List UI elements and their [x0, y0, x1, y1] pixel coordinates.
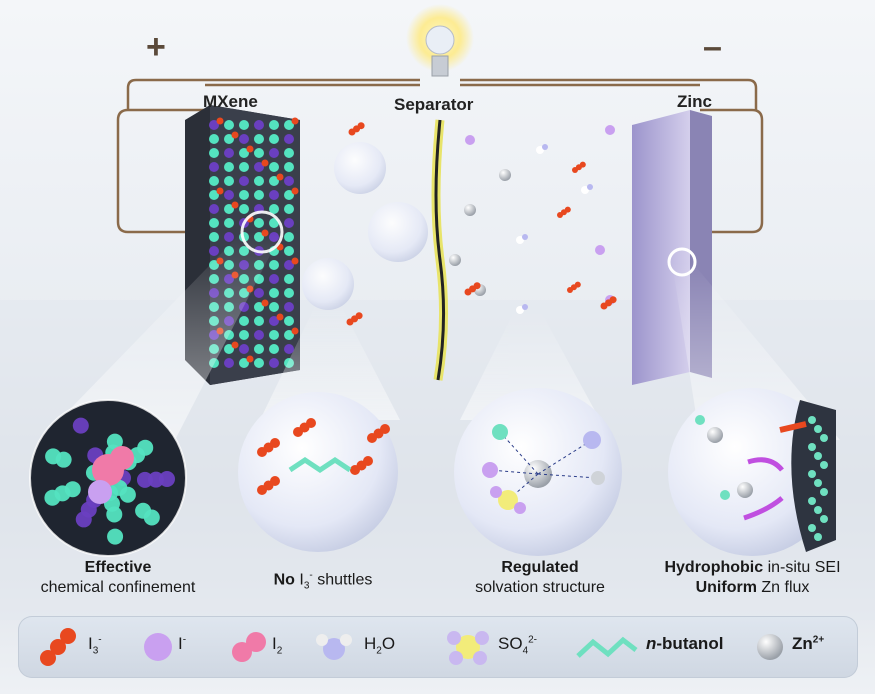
legend-iodine: I2	[272, 634, 283, 657]
zinc-ion-icon	[757, 634, 783, 660]
mxene-label: MXene	[203, 92, 258, 111]
iodine-icon	[232, 632, 266, 662]
positive-terminal-sign: +	[146, 28, 166, 66]
zinc-electrode	[632, 110, 712, 385]
iodine-triiodide-icon	[40, 628, 76, 666]
iodide-icon	[144, 633, 172, 661]
electrolyte-species	[346, 122, 617, 326]
legend-butanol: n-butanol	[646, 634, 724, 653]
zinc-label: Zinc	[677, 92, 712, 111]
negative-terminal-sign: –	[703, 28, 722, 66]
light-bulb-icon	[425, 25, 455, 55]
separator-label: Separator	[394, 95, 474, 114]
caption-no-shuttle: No I3- shuttles	[273, 570, 373, 592]
sulfate-icon	[447, 631, 489, 665]
legend-icons	[40, 628, 783, 666]
detail-bubble-shuttle	[238, 392, 398, 552]
legend-zinc-ion: Zn2+	[792, 634, 825, 653]
iodine-bubbles	[302, 142, 428, 310]
water-icon	[316, 634, 352, 660]
caption-sei: Hydrophobic in-situ SEI Uniform Zn flux	[664, 559, 841, 596]
butanol-icon	[576, 636, 638, 658]
separator-membrane	[431, 119, 449, 381]
legend-sulfate: SO42-	[498, 634, 538, 657]
legend-water: H2O	[364, 634, 396, 657]
circuit-wire	[116, 83, 764, 234]
legend-iodide: I-	[178, 634, 187, 653]
legend-panel: I3- I- I2 H2O SO42- n-butanol Zn2+	[18, 616, 858, 678]
legend-i3: I3-	[88, 634, 102, 657]
